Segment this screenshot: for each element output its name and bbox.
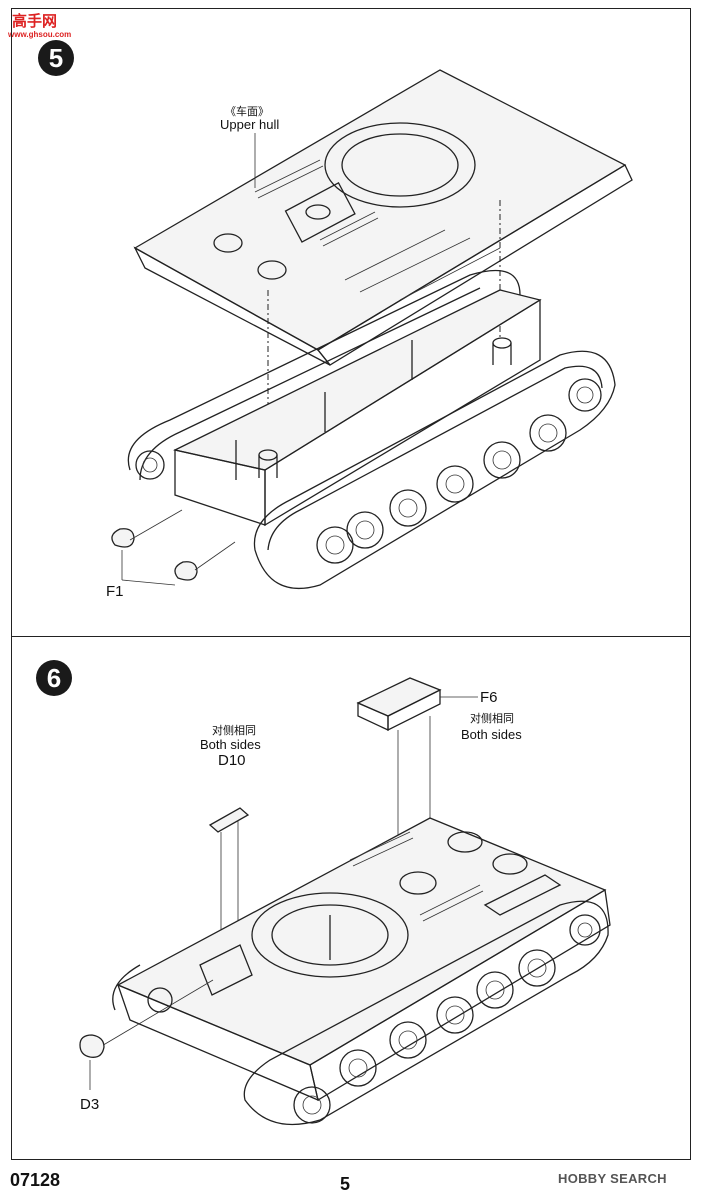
step-6-badge: 6 [36,660,72,696]
watermark-logo: 高手网 www.ghsou.com [4,4,71,39]
road-wheels-step5 [135,378,602,564]
watermark-logo-text: 高手网 [12,12,58,30]
lower-hull-drawing [127,269,616,590]
page-frame [11,8,691,1160]
step-5-badge: 5 [38,40,74,76]
d10-part-drawing [208,807,250,945]
watermark-url: www.ghsou.com [8,30,72,39]
product-code: 07128 [10,1170,61,1190]
f6-both-sides-cn: 对侧相同 [470,712,514,725]
upper-hull-label-cn: 《车面》 [225,105,269,118]
part-f6-label: F6 [480,689,498,706]
part-d10-label: D10 [218,752,246,769]
upper-hull-label: Upper hull [220,117,280,132]
part-f1-label: F1 [106,583,124,600]
road-wheels-step6 [147,914,601,1124]
f6-both-sides-label: Both sides [461,727,522,742]
brand-watermark: HOBBY SEARCH [558,1171,667,1186]
d10-both-sides-label: Both sides [200,737,261,752]
upper-hull-drawing [133,69,633,366]
f1-parts [111,509,236,586]
d10-both-sides-cn: 对侧相同 [212,724,256,737]
step-divider [11,636,691,637]
f6-part-drawing [356,677,478,840]
part-d3-label: D3 [80,1096,100,1113]
page-number: 5 [340,1174,351,1194]
assembled-hull-drawing [79,817,611,1126]
